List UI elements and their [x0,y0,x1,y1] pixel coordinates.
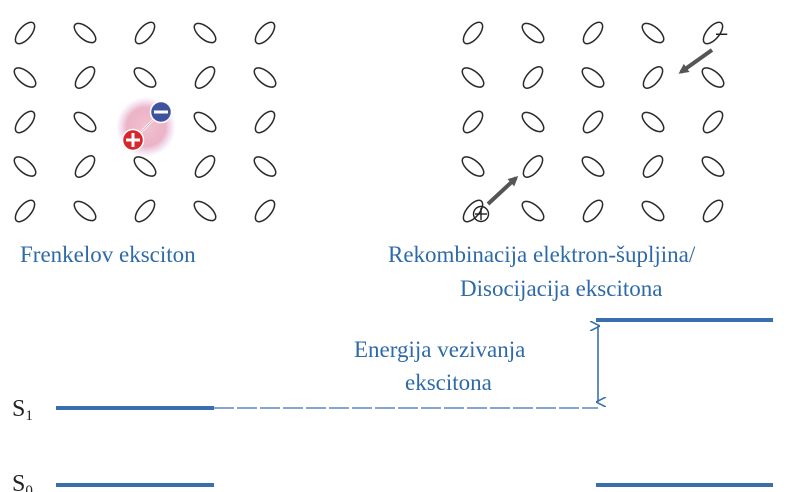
molecule-icon [641,22,665,44]
molecule-icon [701,67,725,88]
molecule-icon [641,111,665,133]
molecule-icon [194,155,216,178]
molecule-icon [461,156,485,177]
electron-arrow-icon [678,48,714,74]
frenkel-exciton [116,97,176,157]
molecule-icon [582,110,604,134]
molecule-icon [14,21,36,45]
molecule-icon [254,199,276,223]
molecule-icon [13,67,37,88]
molecule-icon [13,156,37,177]
molecule-icon [73,111,97,133]
molecule-icon [253,67,277,88]
molecule-icon [462,21,484,45]
molecule-icon [14,110,36,134]
molecule-icon [253,156,277,177]
s1-main: S [12,396,25,422]
molecule-icon [521,22,545,44]
molecule-icon [581,156,605,177]
molecule-icon [193,200,217,222]
molecule-icon [702,21,724,45]
molecule-icon [254,110,276,134]
s0-sub: 0 [25,483,33,492]
molecule-icon [581,67,605,88]
energy-levels [56,318,773,487]
recombination-caption-line2: Disocijacija ekscitona [460,276,662,301]
frenkel-exciton-caption: Frenkelov eksciton [20,242,196,267]
molecule-icon [522,155,544,178]
molecule-icon [582,21,604,45]
left-molecule-lattice [13,21,277,223]
molecule-icon [193,22,217,44]
molecule-icon [521,200,545,222]
s1-level-label: S1 [12,396,33,424]
s0-main: S [12,471,25,492]
molecule-icon [133,67,157,88]
electron-charge-icon [149,100,173,124]
binding-energy-label-line2: ekscitona [405,370,492,395]
molecule-icon [522,66,544,89]
molecule-icon [133,156,157,177]
molecule-icon [14,199,36,223]
molecule-icon [254,21,276,45]
s0-level-label: S0 [12,471,33,492]
molecule-icon [73,200,97,222]
molecule-icon [74,66,96,89]
free-electron-marker: − [714,24,729,45]
molecule-icon [194,66,216,89]
molecule-icon [582,199,604,223]
molecule-icon [134,21,156,45]
molecule-icon [193,111,217,133]
molecule-icon [702,199,724,223]
molecule-icon [461,67,485,88]
molecule-icon [642,66,664,89]
molecule-icon [702,110,724,134]
molecule-icon [73,22,97,44]
molecule-icon [74,155,96,178]
right-molecule-lattice [461,21,725,223]
hole-charge-icon [121,128,145,152]
free-hole-marker [472,205,490,223]
hole-arrow-icon [486,175,519,206]
molecule-icon [134,199,156,223]
molecule-icon [462,110,484,134]
molecule-icon [462,199,484,223]
recombination-caption-line1: Rekombinacija elektron-šupljina/ [388,242,696,267]
molecule-icon [521,111,545,133]
s1-sub: 1 [25,408,33,424]
free-electron-sign: − [714,24,729,45]
molecule-icon [642,155,664,178]
binding-energy-label-line1: Energija vezivanja [354,337,525,362]
molecule-icon [701,156,725,177]
molecule-icon [641,200,665,222]
